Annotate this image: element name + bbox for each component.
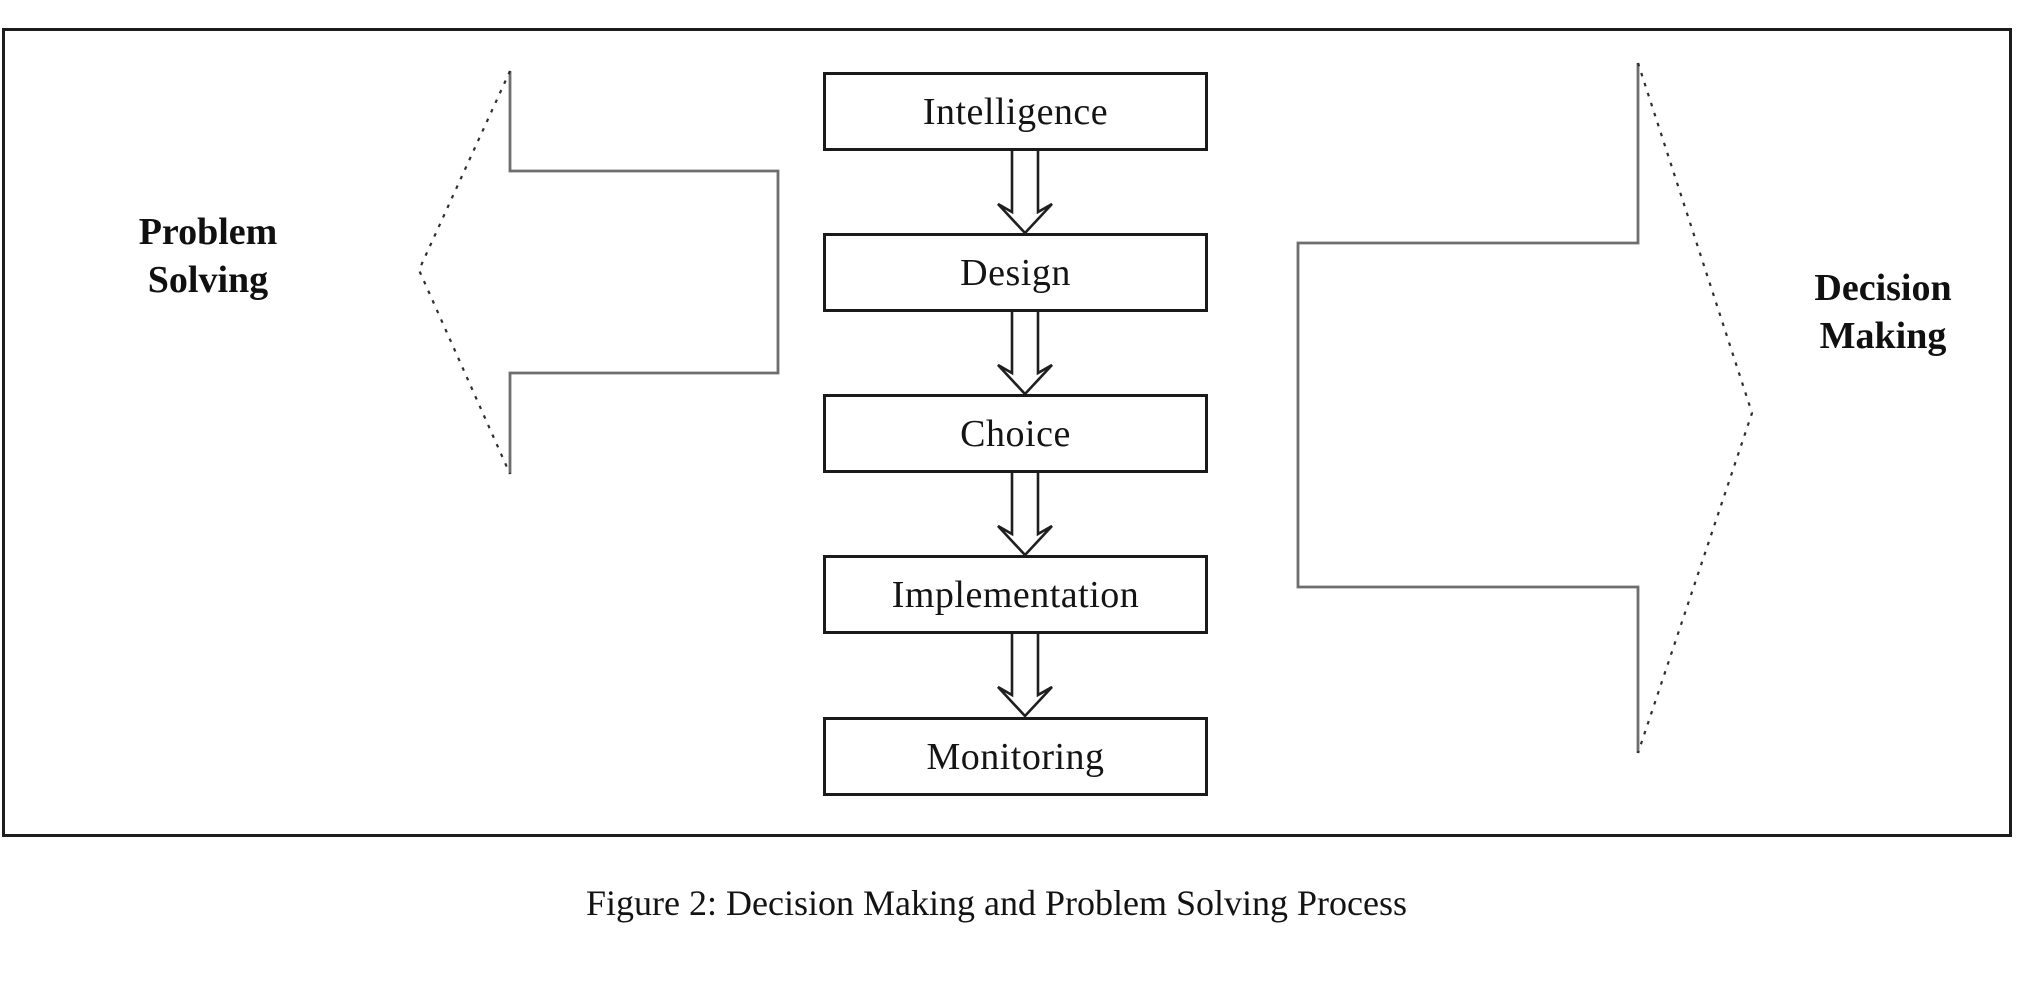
problem-solving-label: Problem Solving bbox=[78, 208, 338, 304]
connector-choice-implementation bbox=[997, 473, 1053, 557]
flow-down-arrow-icon bbox=[997, 312, 1053, 396]
connector-design-choice bbox=[997, 312, 1053, 396]
flow-down-arrow-icon bbox=[997, 473, 1053, 557]
connector-implementation-monitoring bbox=[997, 634, 1053, 718]
stage-box-design: Design bbox=[823, 233, 1208, 312]
stage-box-implementation: Implementation bbox=[823, 555, 1208, 634]
right-arrow-head-dashed-edges bbox=[1636, 62, 1754, 754]
right-arrow-solid-edges bbox=[1296, 63, 1640, 753]
problem-solving-label-line1: Problem bbox=[138, 211, 278, 253]
stage-box-choice: Choice bbox=[823, 394, 1208, 473]
decision-making-label-line1: Decision bbox=[1814, 267, 1952, 309]
decision-making-label: Decision Making bbox=[1778, 264, 1988, 360]
stage-box-monitoring: Monitoring bbox=[823, 717, 1208, 796]
problem-solving-block-arrow-icon bbox=[417, 70, 780, 475]
connector-intelligence-design bbox=[997, 151, 1053, 235]
left-arrow-head-dashed-edges bbox=[417, 70, 512, 475]
flow-down-arrow-icon bbox=[997, 634, 1053, 718]
left-arrow-solid-edges bbox=[508, 71, 780, 474]
flow-down-arrow-icon bbox=[997, 151, 1053, 235]
problem-solving-label-line2: Solving bbox=[147, 259, 269, 301]
decision-making-label-line2: Making bbox=[1819, 315, 1947, 357]
decision-making-block-arrow-icon bbox=[1296, 62, 1754, 754]
stage-box-intelligence: Intelligence bbox=[823, 72, 1208, 151]
figure-caption: Figure 2: Decision Making and Problem So… bbox=[586, 883, 1407, 923]
